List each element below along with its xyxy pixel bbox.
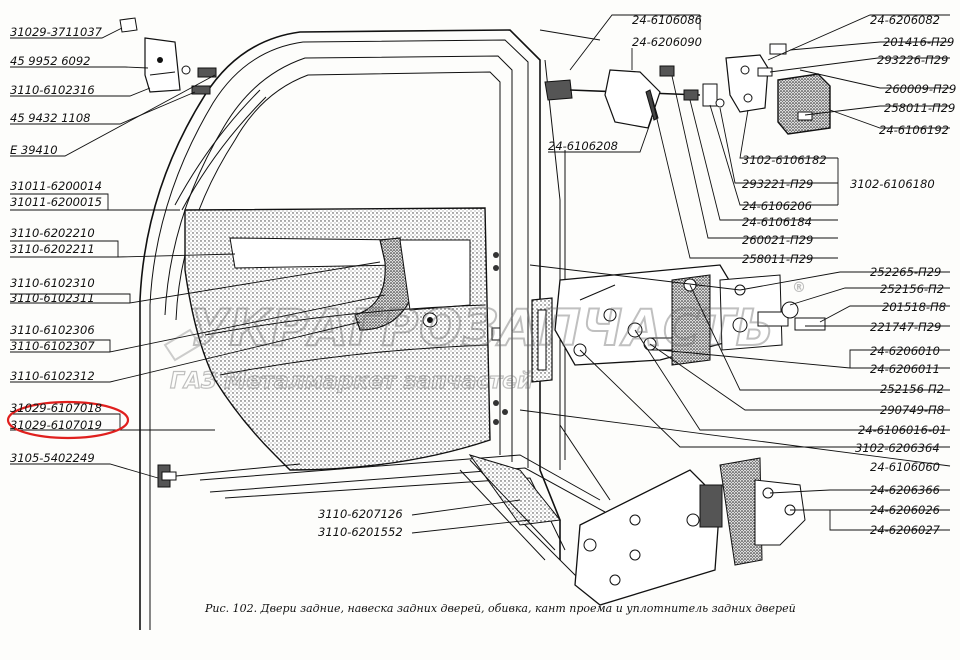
part-label-highlighted: 31029-6107019 [10,418,102,432]
part-label: 293226-П29 [877,53,948,67]
part-label: 260009-П29 [885,82,956,96]
part-label: 290749-П8 [880,403,944,417]
part-label: 31029-3711037 [10,25,103,39]
watermark-subtext: ГАЗ Металмаркет запчастей [170,369,533,394]
part-label: 24-6206082 [870,13,940,27]
part-label: 3110-6202210 [10,226,95,240]
glass-run-channel [174,89,267,211]
door-check-assembly [544,65,725,129]
part-label: 24-6106184 [742,215,812,229]
watermark-logo-icon [163,328,202,362]
part-label: 260021-П29 [742,233,813,247]
part-label: 24-6106086 [632,13,702,27]
part-label: 24-6106060 [870,460,940,474]
part-label: 24-6106192 [879,123,949,137]
part-label: 3110-6102311 [10,291,95,305]
door-seal-and-threshold [459,454,561,561]
part-label: 3110-6102307 [10,339,95,353]
part-label: 31011-6200014 [10,179,102,193]
part-label: 201416-П29 [883,35,954,49]
part-label: 3110-6102312 [10,369,95,383]
part-label: 24-6206026 [870,503,940,517]
door-lock-striker [725,43,831,135]
leader-lines [10,14,951,534]
part-label: 45 9952 6092 [10,54,90,68]
part-label: 24-6206090 [632,35,702,49]
part-label: 252265-П29 [870,265,941,279]
part-label: E 39410 [10,143,58,157]
part-label: 3110-6102316 [10,83,95,97]
part-label: 3102-6206364 [855,441,940,455]
upper-door-hinge [529,264,826,366]
part-label-highlighted: 31029-6107018 [10,401,102,415]
part-label: 24-6206010 [870,344,940,358]
bracket-assembly [119,17,217,95]
labels-bottom: 3110-6207126 3110-6201552 [318,507,403,539]
part-label: 252156-П2 [880,382,944,396]
pillar-fasteners [491,252,508,425]
part-label: 3110-6102306 [10,323,95,337]
part-label: 24-6206011 [870,362,940,376]
part-label: 252156-П2 [880,282,944,296]
part-label: 258011-П29 [742,252,813,266]
part-label: 31011-6200015 [10,195,102,209]
part-label: 24-6206366 [870,483,940,497]
watermark-text: УКРАГРОЗАПЧАСТЬ [190,299,775,357]
watermark: УКРАГРОЗАПЧАСТЬ ® ГАЗ Металмаркет запчас… [163,280,806,395]
watermark-registered: ® [792,280,806,296]
part-label: 3110-6202211 [10,242,95,256]
part-label: 221747-П29 [870,320,941,334]
labels-left: 31029-3711037 45 9952 6092 3110-6102316 … [10,25,103,465]
door-buffer [157,463,301,488]
part-label: 201518-П8 [882,300,946,314]
part-label: 24-6106016-01 [858,423,947,437]
part-label: 3110-6102310 [10,276,95,290]
part-label: 3102-6106180 [850,177,935,191]
labels-right: 24-6206082 201416-П29 293226-П29 260009-… [742,13,956,537]
labels-top: 24-6106086 24-6206090 24-6106208 [548,13,702,153]
part-label: 258011-П29 [884,101,955,115]
part-label: 24-6206027 [870,523,941,537]
part-label: 3110-6201552 [318,525,403,539]
part-label: 293221-П29 [742,177,813,191]
part-label: 3102-6106182 [742,153,827,167]
part-label: 45 9432 1108 [10,111,90,125]
plate-slot [537,309,547,371]
part-label: 3110-6207126 [318,507,403,521]
part-label: 24-6106206 [742,199,812,213]
lower-door-hinge [559,424,806,606]
part-label: 3105-5402249 [10,451,95,465]
figure-caption: Рис. 102. Двери задние, навеска задних д… [204,602,796,615]
part-label: 24-6106208 [548,139,618,153]
highlight-ellipse [6,400,130,440]
